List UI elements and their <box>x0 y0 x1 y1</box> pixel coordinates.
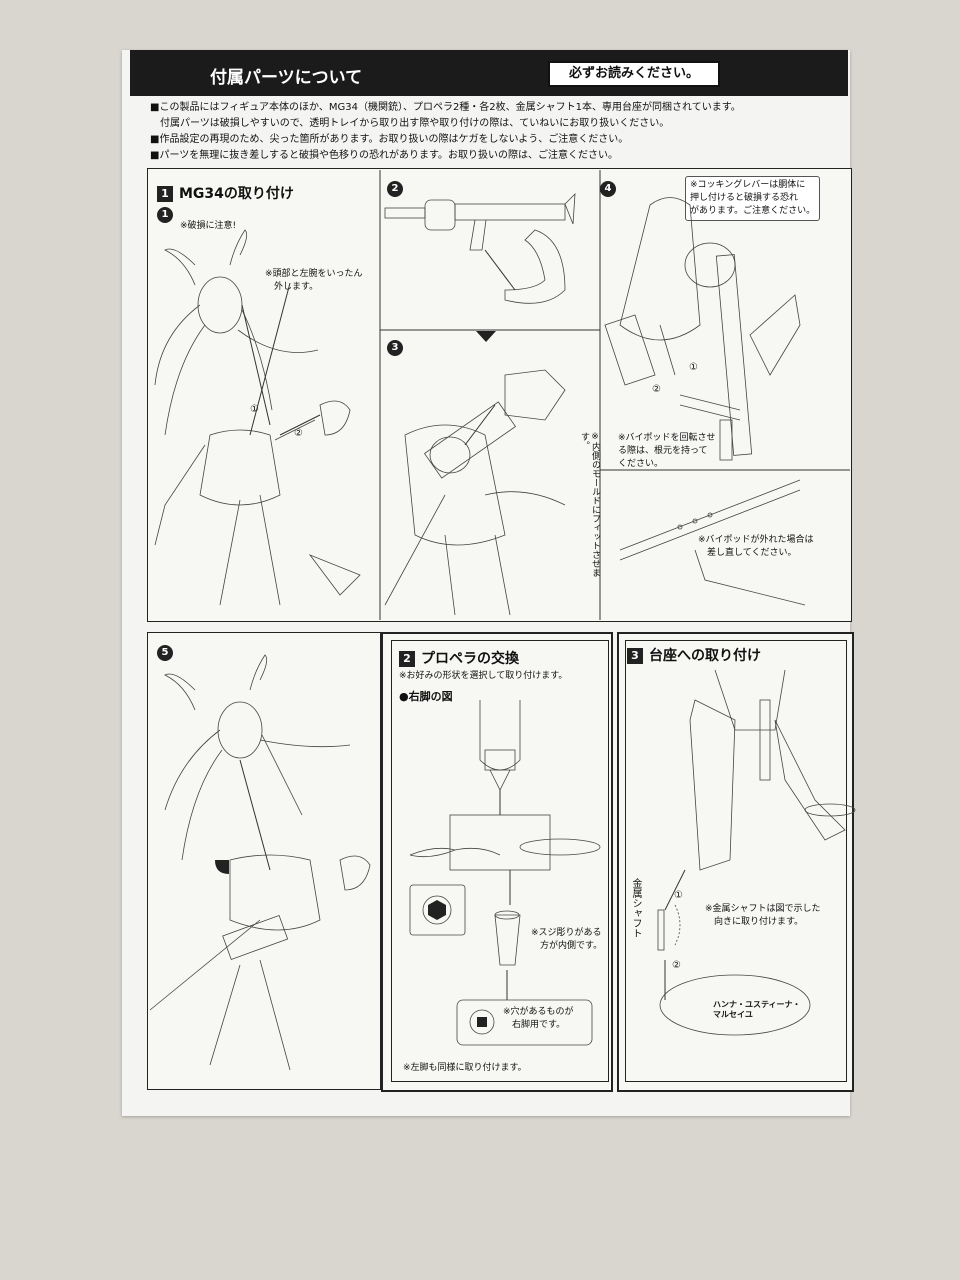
machine-gun-illustration <box>384 192 576 304</box>
callout-2: ② <box>294 428 303 439</box>
section-number-badge: 1 <box>157 186 173 202</box>
section1-panel <box>147 168 852 622</box>
callout-2: ② <box>672 960 681 971</box>
section3-title: 3 台座への取り付け <box>627 645 761 665</box>
step5-panel <box>147 632 381 1090</box>
attach-gun-illustration <box>384 369 566 616</box>
header-bar <box>130 50 848 96</box>
left-leg-note: ※左脚も同様に取り付けます。 <box>403 1063 527 1073</box>
base-nameplate: ハンナ・ユスティーナ・ マルセイユ <box>713 1000 801 1019</box>
section-title-text: MG34の取り付け <box>179 186 294 202</box>
intro-line: ■この製品にはフィギュア本体のほか、MG34（機関銃）、プロペラ2種・各2枚、金… <box>150 102 741 113</box>
right-leg-subtitle: ●右脚の図 <box>399 690 453 703</box>
section-title-text: プロペラの交換 <box>421 651 519 667</box>
figure-illustration <box>154 229 361 606</box>
section1-title: 1 MG34の取り付け <box>157 183 294 203</box>
step1-badge: 1 <box>157 207 173 223</box>
stand-illustration <box>657 669 856 1036</box>
step4-badge: 4 <box>600 181 616 197</box>
bipod-reattach-note: ※バイポッドが外れた場合は 差し直してください。 <box>698 535 814 558</box>
propeller-illustration <box>409 700 601 1046</box>
cocking-lever-note: ※コッキングレバーは胴体に 押し付けると破損する恐れ があります。ご注意ください… <box>685 176 821 221</box>
section-number-badge: 2 <box>399 651 415 667</box>
bipod-illustration <box>604 197 806 606</box>
groove-note: ※スジ彫りがある 方が内側です。 <box>531 928 603 951</box>
section2-inner-panel <box>391 640 609 1082</box>
intro-line: 付属パーツは破損しやすいので、透明トレイから取り出す際や取り付けの際は、ていねい… <box>150 118 670 129</box>
read-notice-label: 必ずお読みください。 <box>548 61 720 87</box>
callout-1: ① <box>674 890 683 901</box>
section-title-text: 台座への取り付け <box>649 648 761 664</box>
hole-note: ※穴があるものが 右脚用です。 <box>503 1007 574 1030</box>
shaft-direction-note: ※金属シャフトは図で示した 向きに取り付けます。 <box>705 904 821 927</box>
callout-1: ① <box>250 404 259 415</box>
remove-note: ※頭部と左腕をいったん 外します。 <box>265 269 363 292</box>
step3-badge: 3 <box>387 340 403 356</box>
section2-title: 2 プロペラの交換 <box>399 648 519 668</box>
intro-line: ■パーツを無理に抜き差しすると破損や色移りの恐れがあります。お取り扱いの際は、ご… <box>150 150 619 161</box>
completed-figure-illustration <box>149 654 371 1071</box>
metal-shaft-label: 金属シャフト <box>630 878 641 938</box>
step2-badge: 2 <box>387 181 403 197</box>
intro-notes: ■この製品にはフィギュア本体のほか、MG34（機関銃）、プロペラ2種・各2枚、金… <box>150 100 850 164</box>
callout-1: ① <box>689 362 698 373</box>
page-title: 付属パーツについて <box>210 68 363 88</box>
bipod-rotate-note: ※バイポッドを回転させ る際は、根元を持って ください。 <box>618 433 716 469</box>
section-number-badge: 3 <box>627 648 643 664</box>
intro-line: ■作品設定の再現のため、尖った箇所があります。お取り扱いの際はケガをしないよう、… <box>150 134 629 145</box>
damage-note: ※破損に注意! <box>180 221 237 231</box>
choose-shape-note: ※お好みの形状を選択して取り付けます。 <box>399 671 568 681</box>
step5-badge: 5 <box>157 645 173 661</box>
mold-fit-note: ※内側のモールドにフィットさせます。 <box>579 432 600 577</box>
callout-2: ② <box>652 384 661 395</box>
